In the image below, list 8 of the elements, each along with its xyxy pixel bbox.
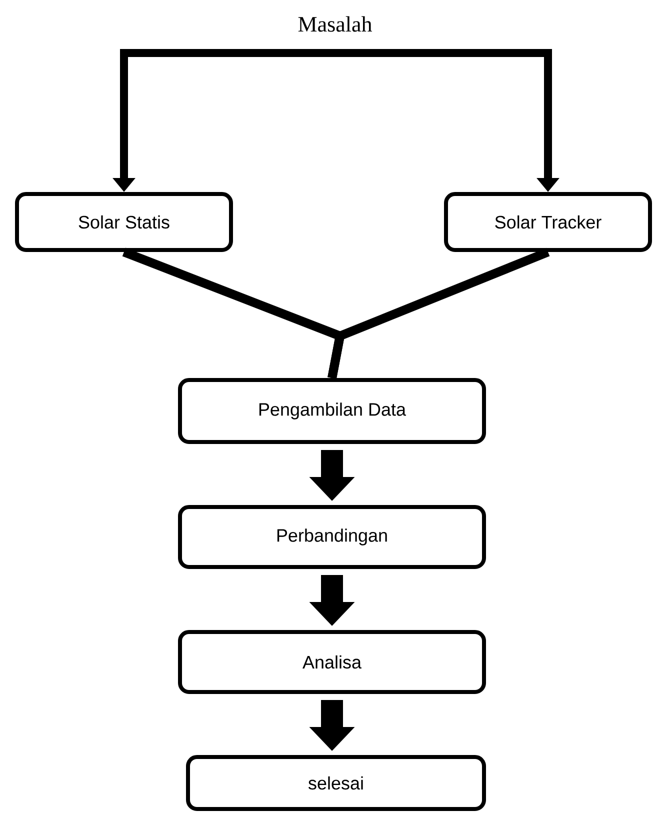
heading-text: Masalah [298,16,372,32]
merge-line [328,248,550,379]
process-box: Pengambilan Data [178,378,486,444]
process-box: Solar Statis [15,192,233,252]
process-box: Analisa [178,630,486,694]
process-box: Perbandingan [178,505,486,569]
process-box: selesai [186,755,486,811]
process-box: Solar Tracker [444,192,652,252]
